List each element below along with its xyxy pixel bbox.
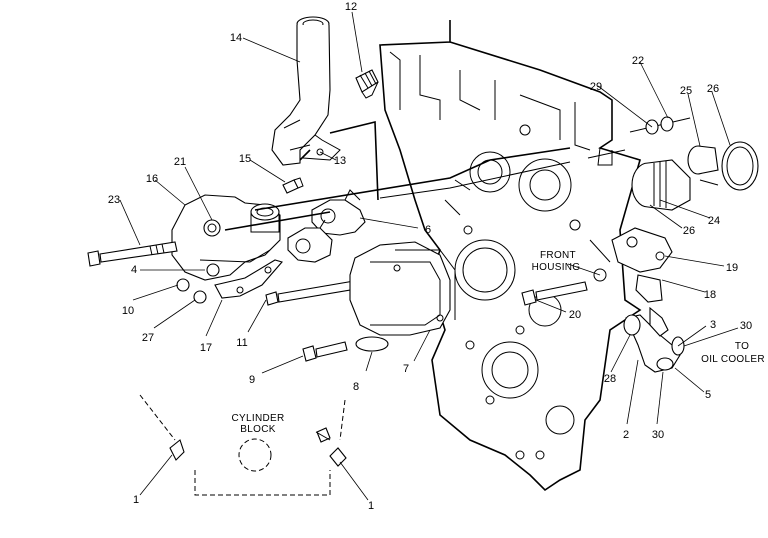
front-housing-label: FRONT HOUSING <box>532 250 581 273</box>
stud-22 <box>629 116 691 135</box>
front-housing-casting <box>379 20 642 492</box>
callout-label: 2 <box>623 429 629 441</box>
callout-label: 7 <box>403 363 409 375</box>
bolt-9 <box>302 341 348 362</box>
svg-text:TO: TO <box>735 341 749 352</box>
callout-label: 21 <box>174 156 186 168</box>
callout-label: 14 <box>230 32 242 44</box>
housing-16 <box>171 194 283 304</box>
thermostat-6 <box>287 189 366 263</box>
callout-label: 4 <box>131 264 137 276</box>
callout-label: 10 <box>122 305 134 317</box>
plug-15 <box>282 177 304 194</box>
callout-label: 16 <box>146 173 158 185</box>
sleeve-24 <box>631 141 759 211</box>
callout-label: 9 <box>249 374 255 386</box>
callout-label: 1 <box>368 500 374 512</box>
callout-label: 25 <box>680 85 692 97</box>
assembly-lines <box>224 120 626 231</box>
callout-label: 20 <box>569 309 581 321</box>
svg-text:CYLINDER: CYLINDER <box>232 413 285 424</box>
callout-label: 6 <box>425 224 431 236</box>
cover-8 <box>349 241 456 352</box>
hose-2 <box>623 306 685 373</box>
cylinder-block-label: CYLINDER BLOCK <box>232 413 285 435</box>
callout-label: 29 <box>590 81 602 93</box>
callout-label: 22 <box>632 55 644 67</box>
callout-label: 27 <box>142 332 154 344</box>
svg-text:HOUSING: HOUSING <box>532 262 581 273</box>
callout-label: 8 <box>353 381 359 393</box>
callout-label: 13 <box>334 155 346 167</box>
callout-label: 3 <box>710 319 716 331</box>
callout-label: 28 <box>604 373 616 385</box>
svg-text:OIL COOLER: OIL COOLER <box>701 354 765 365</box>
bolt-11 <box>265 279 363 306</box>
plug-12 <box>355 69 379 99</box>
elbow-tube-14 <box>271 16 341 166</box>
callout-label: 17 <box>200 342 212 354</box>
callout-label: 1 <box>133 494 139 506</box>
callout-label: 30 <box>652 429 664 441</box>
callout-label: 12 <box>345 1 357 13</box>
callout-label: 19 <box>726 262 738 274</box>
callout-label: 18 <box>704 289 716 301</box>
leader-lines <box>119 11 739 501</box>
bolt-20 <box>521 281 588 306</box>
callout-label: 26 <box>683 225 695 237</box>
callout-label: 24 <box>708 215 720 227</box>
callout-label: 5 <box>705 389 711 401</box>
callout-label: 30 <box>740 320 752 332</box>
callout-label: 23 <box>108 194 120 206</box>
callout-label: 11 <box>236 337 247 349</box>
callout-label: 26 <box>707 83 719 95</box>
callout-label: 15 <box>239 153 251 165</box>
svg-text:FRONT: FRONT <box>540 250 576 261</box>
cylinder-block-outline <box>139 394 347 496</box>
svg-text:BLOCK: BLOCK <box>240 424 275 435</box>
bolt-23 <box>87 241 178 267</box>
elbow-18 <box>611 227 673 303</box>
to-oil-cooler-label: TO OIL COOLER <box>701 341 765 365</box>
